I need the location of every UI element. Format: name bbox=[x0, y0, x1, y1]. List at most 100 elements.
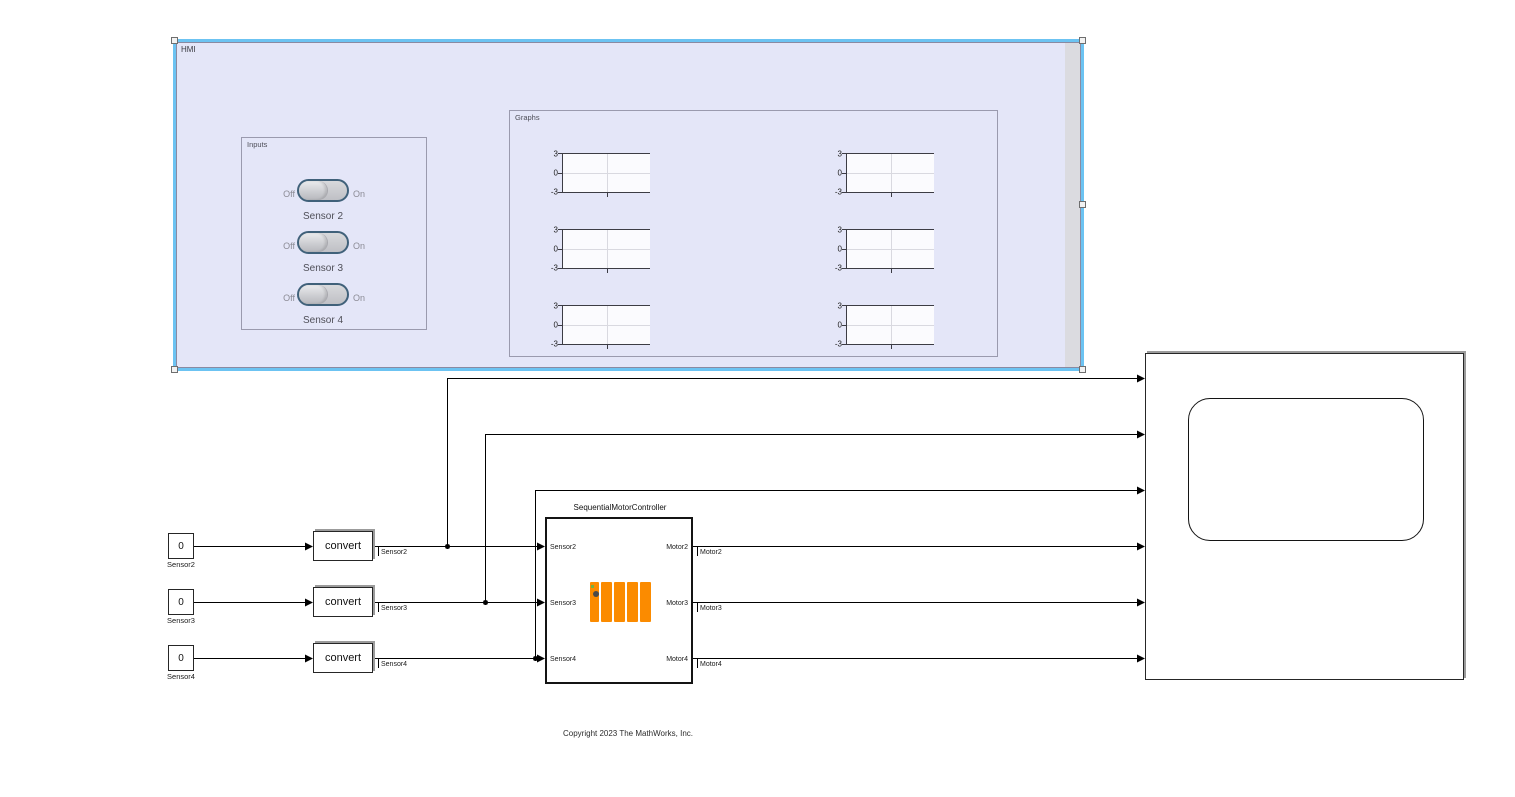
y-tick bbox=[558, 249, 562, 250]
wire-motor4[interactable] bbox=[693, 654, 1145, 669]
y-tick-label: -3 bbox=[834, 339, 842, 349]
y-tick bbox=[558, 153, 562, 154]
sensor3-toggle-knob[interactable] bbox=[299, 233, 328, 252]
y-gridline bbox=[847, 249, 934, 250]
y-tick bbox=[842, 229, 846, 230]
sensor2-off-label: Off bbox=[283, 189, 295, 199]
convert-label: convert bbox=[324, 540, 362, 552]
hmi-panel-label: HMI bbox=[181, 45, 196, 54]
inputs-group-label: Inputs bbox=[247, 140, 268, 149]
y-tick bbox=[842, 305, 846, 306]
constant-block-sensor3[interactable]: 0 bbox=[168, 589, 194, 615]
constant-block-sensor2[interactable]: 0 bbox=[168, 533, 194, 559]
y-tick bbox=[842, 192, 846, 193]
selection-handle-bottom-left[interactable] bbox=[171, 366, 178, 373]
x-tick bbox=[606, 345, 608, 349]
signal-label-sensor2: Sensor2 bbox=[381, 549, 408, 556]
constant-block-name: Sensor4 bbox=[167, 672, 195, 681]
y-tick bbox=[842, 344, 846, 345]
plc-bar bbox=[590, 582, 599, 622]
scope-chart-1: 3 0 -3 bbox=[551, 150, 650, 197]
sensor2-toggle-knob[interactable] bbox=[299, 181, 328, 200]
signal-label-sensor4: Sensor4 bbox=[381, 661, 408, 668]
y-tick-label: 3 bbox=[553, 225, 558, 235]
convert-block-sensor4[interactable]: convert bbox=[313, 643, 373, 673]
selection-handle-right-middle[interactable] bbox=[1079, 201, 1086, 208]
x-tick bbox=[890, 193, 892, 197]
wire-sensor4[interactable] bbox=[373, 486, 1145, 669]
wire-motor3[interactable] bbox=[693, 598, 1145, 613]
convert-block-sensor2[interactable]: convert bbox=[313, 531, 373, 561]
x-tick bbox=[606, 269, 608, 273]
signal-label-motor2: Motor2 bbox=[700, 549, 722, 556]
sensor2-on-label: On bbox=[353, 189, 366, 199]
sensor3-on-label: On bbox=[353, 241, 366, 251]
y-tick bbox=[558, 268, 562, 269]
selection-handle-top-right[interactable] bbox=[1079, 37, 1086, 44]
x-tick bbox=[890, 345, 892, 349]
y-tick-label: 0 bbox=[837, 244, 842, 254]
scope-chart-6: 3 0 -3 bbox=[835, 302, 934, 349]
display-subsystem-block[interactable] bbox=[1145, 353, 1464, 680]
hmi-panel-scrollbar[interactable] bbox=[1065, 43, 1080, 367]
selection-handle-bottom-right[interactable] bbox=[1079, 366, 1086, 373]
convert-label: convert bbox=[324, 652, 362, 664]
selection-handle-top-left[interactable] bbox=[171, 37, 178, 44]
y-tick-label: 0 bbox=[837, 320, 842, 330]
y-tick-label: -3 bbox=[834, 187, 842, 197]
y-tick bbox=[842, 268, 846, 269]
y-tick-label: 3 bbox=[837, 149, 842, 159]
y-tick-label: -3 bbox=[550, 187, 558, 197]
y-tick bbox=[842, 173, 846, 174]
outport-label-motor4: Motor4 bbox=[666, 656, 688, 663]
graphs-group-label: Graphs bbox=[515, 113, 540, 122]
plc-bar bbox=[627, 582, 638, 622]
sensor4-off-label: Off bbox=[283, 293, 295, 303]
scope-chart-4: 3 0 -3 bbox=[835, 226, 934, 273]
outport-label-motor3: Motor3 bbox=[666, 600, 688, 607]
sensor4-toggle-switch[interactable] bbox=[297, 283, 349, 306]
constant-value: 0 bbox=[178, 596, 184, 608]
plc-bar bbox=[601, 582, 612, 622]
y-tick bbox=[558, 344, 562, 345]
copyright-note: Copyright 2023 The MathWorks, Inc. bbox=[563, 729, 693, 738]
y-gridline bbox=[847, 325, 934, 326]
convert-block-sensor3[interactable]: convert bbox=[313, 587, 373, 617]
outport-label-motor2: Motor2 bbox=[666, 544, 688, 551]
scope-chart-2: 3 0 -3 bbox=[835, 150, 934, 197]
y-tick-label: -3 bbox=[550, 263, 558, 273]
y-tick bbox=[558, 173, 562, 174]
wire-constant-sensor4-to-convert[interactable] bbox=[194, 654, 313, 663]
plc-bar bbox=[640, 582, 651, 622]
sensor3-toggle-switch[interactable] bbox=[297, 231, 349, 254]
sensor2-toggle-switch[interactable] bbox=[297, 179, 349, 202]
plc-led-indicator bbox=[591, 585, 594, 588]
constant-block-sensor4[interactable]: 0 bbox=[168, 645, 194, 671]
wire-motor2[interactable] bbox=[693, 542, 1145, 557]
constant-block-name: Sensor2 bbox=[167, 560, 195, 569]
y-tick-label: 3 bbox=[553, 301, 558, 311]
y-gridline bbox=[563, 173, 650, 174]
signal-label-motor4: Motor4 bbox=[700, 661, 722, 668]
wire-sensor2[interactable] bbox=[373, 374, 1145, 557]
x-tick bbox=[606, 193, 608, 197]
wire-constant-sensor2-to-convert[interactable] bbox=[194, 542, 313, 551]
sensor4-toggle-knob[interactable] bbox=[299, 285, 328, 304]
y-tick-label: -3 bbox=[834, 263, 842, 273]
scope-chart-5: 3 0 -3 bbox=[551, 302, 650, 349]
wire-constant-sensor3-to-convert[interactable] bbox=[194, 598, 313, 607]
wire-sensor3[interactable] bbox=[373, 430, 1145, 613]
sensor3-off-label: Off bbox=[283, 241, 295, 251]
plc-knob-dot bbox=[593, 591, 599, 597]
controller-subsystem-block[interactable]: Sensor2 Sensor3 Sensor4 Motor2 Motor3 Mo… bbox=[545, 517, 693, 684]
y-gridline bbox=[563, 325, 650, 326]
display-screen-shape bbox=[1188, 398, 1424, 541]
sensor4-on-label: On bbox=[353, 293, 366, 303]
branch-dot bbox=[533, 656, 538, 661]
y-tick-label: 3 bbox=[837, 225, 842, 235]
y-gridline bbox=[847, 173, 934, 174]
plc-bar bbox=[614, 582, 625, 622]
constant-value: 0 bbox=[178, 540, 184, 552]
y-tick bbox=[558, 305, 562, 306]
